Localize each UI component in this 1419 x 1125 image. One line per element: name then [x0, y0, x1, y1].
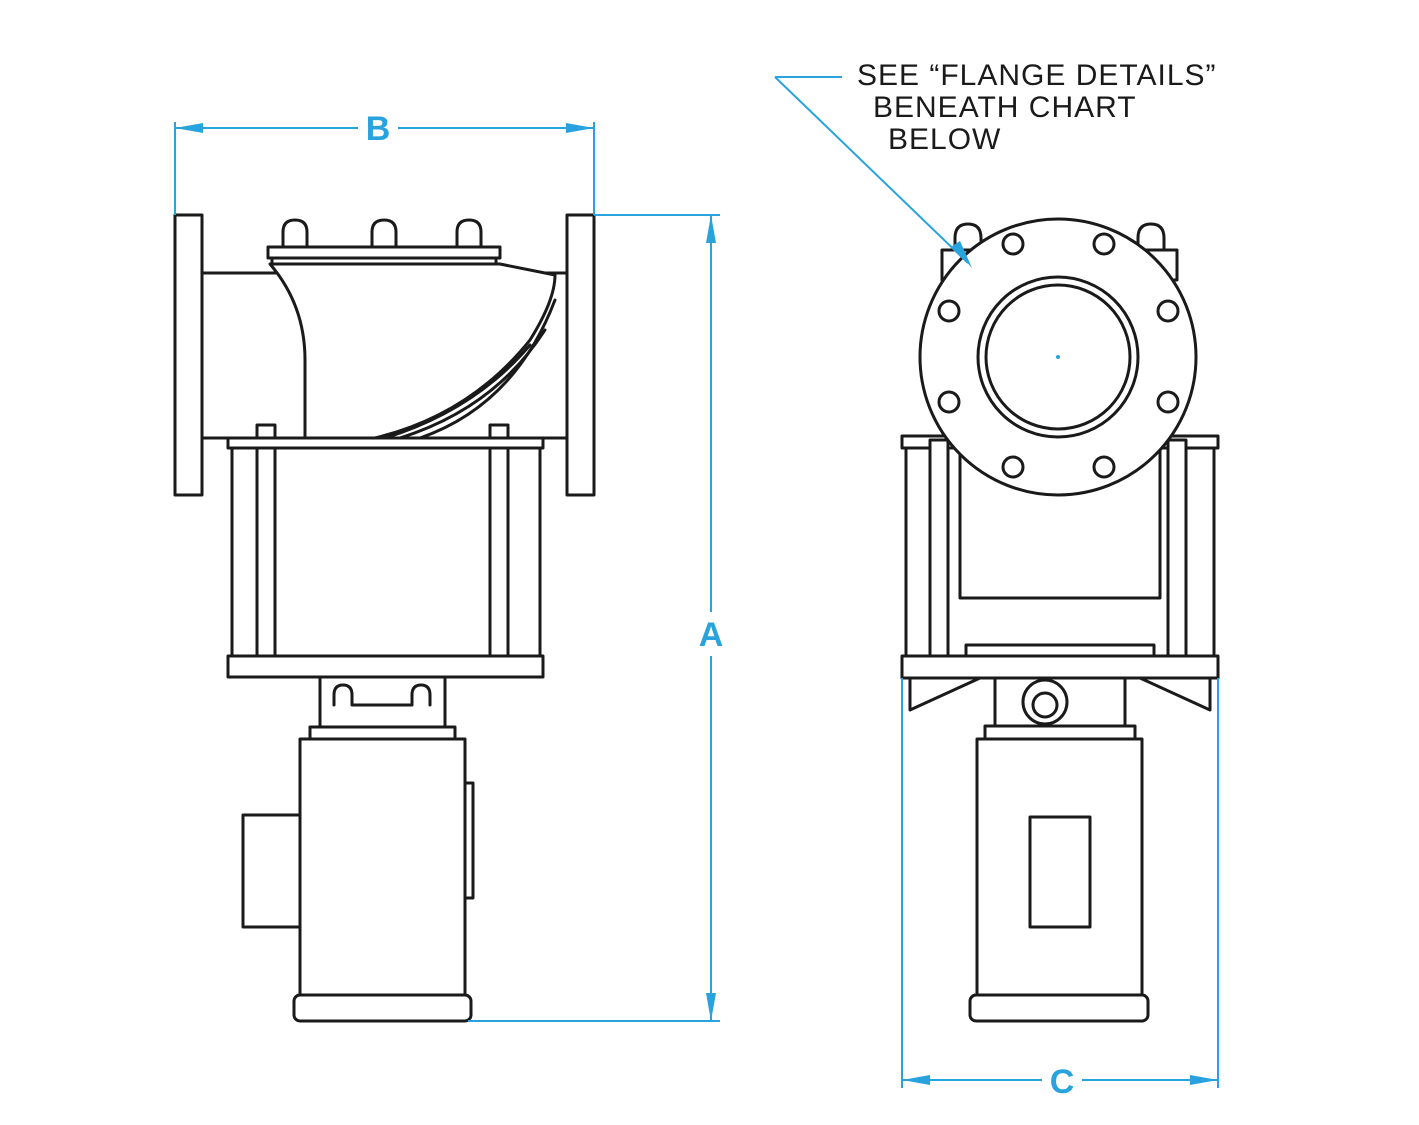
callout-line-2: BENEATH CHART	[873, 91, 1137, 124]
flange-bolt-holes	[937, 232, 1180, 479]
end-tie-rods	[928, 438, 1188, 658]
dimension-a-label: A	[699, 616, 724, 654]
callout-line-1: SEE “FLANGE DETAILS”	[857, 59, 1217, 92]
end-mount-pad	[964, 643, 1156, 658]
end-view	[900, 217, 1220, 1023]
end-adapter	[983, 724, 1137, 741]
motor-body	[298, 737, 467, 999]
left-flange	[173, 213, 204, 497]
end-bottom-plate	[900, 654, 1220, 680]
flange-bore-inner	[984, 283, 1132, 431]
motor-nameplate	[463, 781, 475, 900]
chute-curve-3	[418, 298, 557, 440]
gusset-right	[1138, 676, 1212, 712]
end-motor-endcap	[968, 993, 1150, 1023]
chute-curve-1	[383, 343, 532, 440]
cover-plate	[266, 245, 502, 260]
callout-line-3: BELOW	[888, 123, 1001, 156]
dimension-c-label: C	[1050, 1063, 1075, 1101]
right-flange	[565, 213, 596, 497]
gusset-left	[908, 676, 982, 712]
motor-adapter	[308, 725, 457, 741]
nut-top-right	[488, 423, 510, 440]
coupling-slot	[332, 683, 432, 707]
dimension-c: C	[901, 678, 1219, 1101]
side-view	[173, 213, 596, 1023]
dimension-b: B	[174, 110, 595, 215]
junction-box	[241, 813, 302, 929]
dimension-b-label: B	[366, 110, 391, 148]
end-junction-box	[1028, 815, 1092, 929]
bottom-plate	[226, 654, 545, 679]
motor-endcap	[292, 993, 473, 1023]
flange-callout: SEE “FLANGE DETAILS” BENEATH CHART BELOW	[774, 59, 1217, 268]
top-bolts	[281, 218, 483, 250]
end-bolt-right	[1136, 222, 1166, 257]
flange-center-mark	[1056, 355, 1060, 359]
nut-top-left	[255, 423, 277, 440]
chute-body	[268, 262, 557, 440]
dimension-a: A	[468, 214, 730, 1022]
coupling-eye-hole	[1031, 691, 1059, 719]
